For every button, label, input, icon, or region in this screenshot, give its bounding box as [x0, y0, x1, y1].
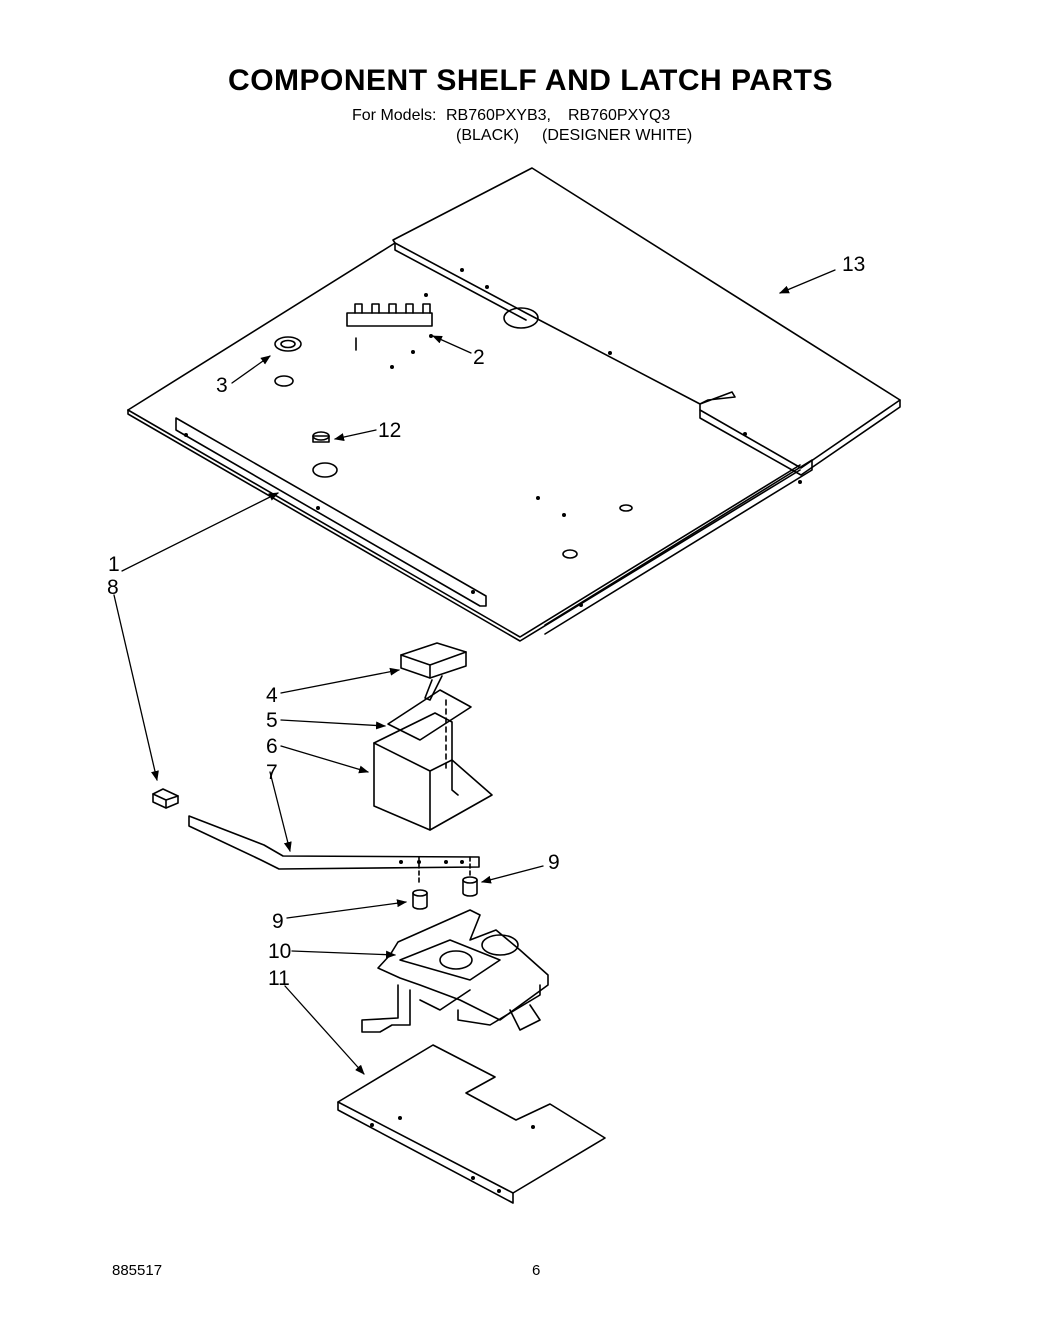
callout-6: 6	[266, 735, 278, 758]
page-title: COMPONENT SHELF AND LATCH PARTS	[228, 64, 833, 97]
component-shelf	[127, 167, 901, 642]
spacers	[412, 876, 478, 910]
callout-5: 5	[266, 709, 278, 732]
callout-3: 3	[216, 374, 228, 397]
model-color-2: (DESIGNER WHITE)	[542, 127, 693, 144]
latch-nut	[152, 788, 179, 809]
callout-9-lower: 9	[272, 910, 284, 933]
model-color-1: (BLACK)	[456, 127, 520, 144]
callout-9-upper: 9	[548, 851, 560, 874]
callout-13: 13	[842, 253, 865, 276]
document-number: 885517	[112, 1262, 163, 1279]
model-number-1: RB760PXYB3,	[446, 107, 551, 124]
callout-7: 7	[266, 761, 278, 784]
bottom-cover	[337, 1044, 606, 1204]
callout-12: 12	[378, 419, 401, 442]
insulator	[387, 689, 472, 769]
switch-bracket	[373, 712, 493, 831]
callout-11: 11	[268, 967, 290, 990]
leader-lines	[113, 269, 836, 1075]
latch-arm	[188, 815, 480, 886]
callout-10: 10	[268, 940, 291, 963]
switch	[400, 642, 467, 701]
callout-2: 2	[473, 346, 485, 369]
models-label: For Models:	[352, 107, 437, 124]
latch-assembly	[361, 909, 549, 1033]
callout-1: 1	[108, 553, 120, 576]
plug-button	[312, 431, 330, 443]
callout-8: 8	[107, 576, 119, 599]
model-number-2: RB760PXYQ3	[568, 107, 671, 124]
terminal-block	[346, 303, 433, 351]
page-number: 6	[532, 1262, 541, 1279]
callout-4: 4	[266, 684, 278, 707]
grommet	[274, 336, 302, 387]
callout-numbers: 13 2 3 12 1 8 4 5 6 7 9 9 10 11	[107, 253, 865, 990]
